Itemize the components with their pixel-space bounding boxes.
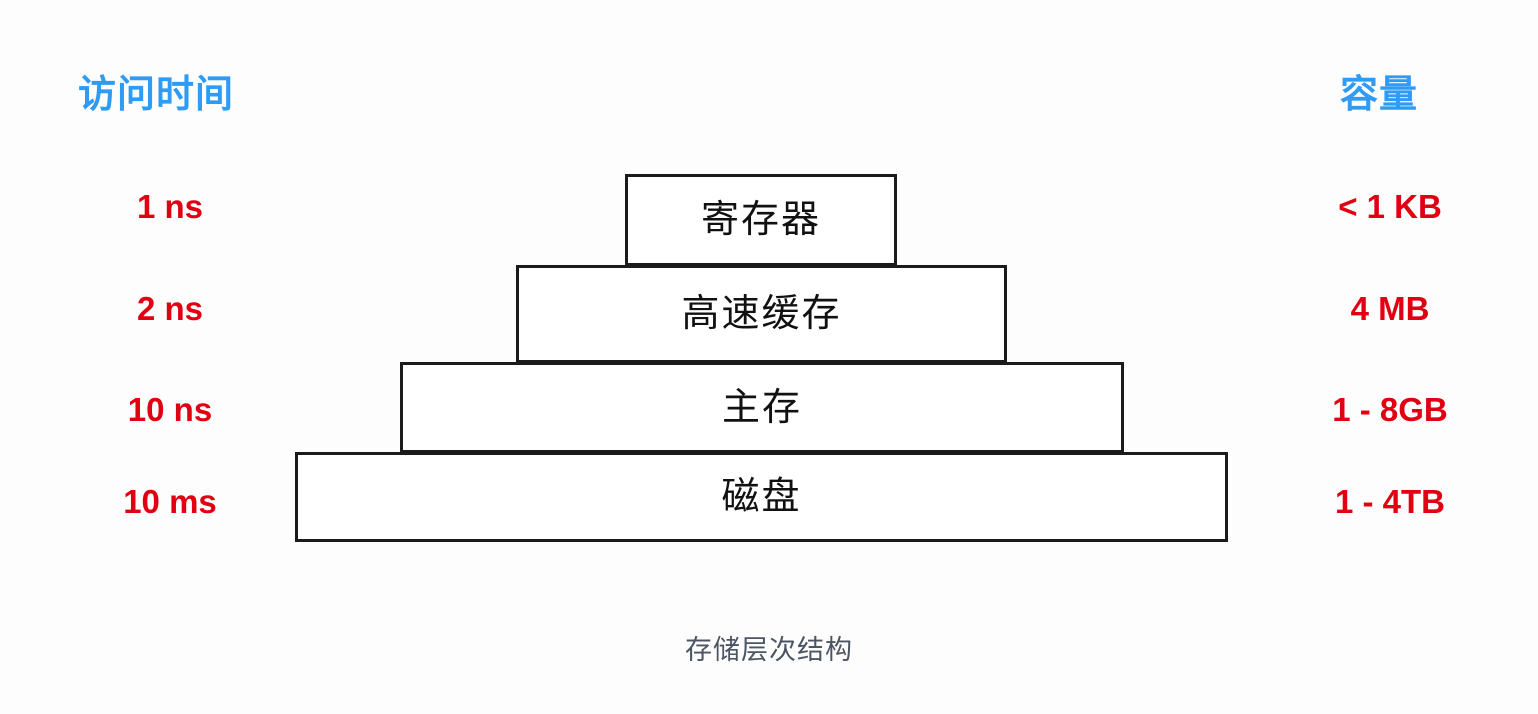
pyramid-tier-cache: 高速缓存 (516, 265, 1007, 363)
capacity-value-disk: 1 - 4TB (1334, 483, 1446, 520)
pyramid-tier-label-main-memory: 主存 (721, 386, 802, 429)
pyramid-tier-disk: 磁盘 (295, 452, 1228, 542)
pyramid-tier-register: 寄存器 (625, 174, 897, 266)
capacity-value-register: < 1 KB (1338, 188, 1442, 225)
capacity-column-header: 容量 (1340, 74, 1419, 116)
access-time-value-register: 1 ns (136, 188, 204, 225)
access-time-value-disk: 10 ms (123, 483, 217, 520)
capacity-value-cache: 4 MB (1350, 290, 1430, 327)
pyramid-tier-label-register: 寄存器 (700, 199, 821, 241)
pyramid-tier-label-disk: 磁盘 (721, 476, 802, 518)
pyramid-tier-main-memory: 主存 (400, 362, 1124, 453)
capacity-value-main-memory: 1 - 8GB (1332, 391, 1448, 428)
access-time-value-main-memory: 10 ns (127, 391, 213, 428)
access-time-column-header: 访问时间 (78, 74, 235, 116)
capacity-value-column: < 1 KB 4 MB 1 - 8GB 1 - 4TB (1260, 160, 1520, 550)
diagram-caption: 存储层次结构 (685, 635, 853, 665)
access-time-value-column: 1 ns 2 ns 10 ns 10 ms (40, 160, 300, 550)
access-time-value-cache: 2 ns (136, 290, 204, 327)
pyramid-tier-label-cache: 高速缓存 (681, 293, 842, 335)
